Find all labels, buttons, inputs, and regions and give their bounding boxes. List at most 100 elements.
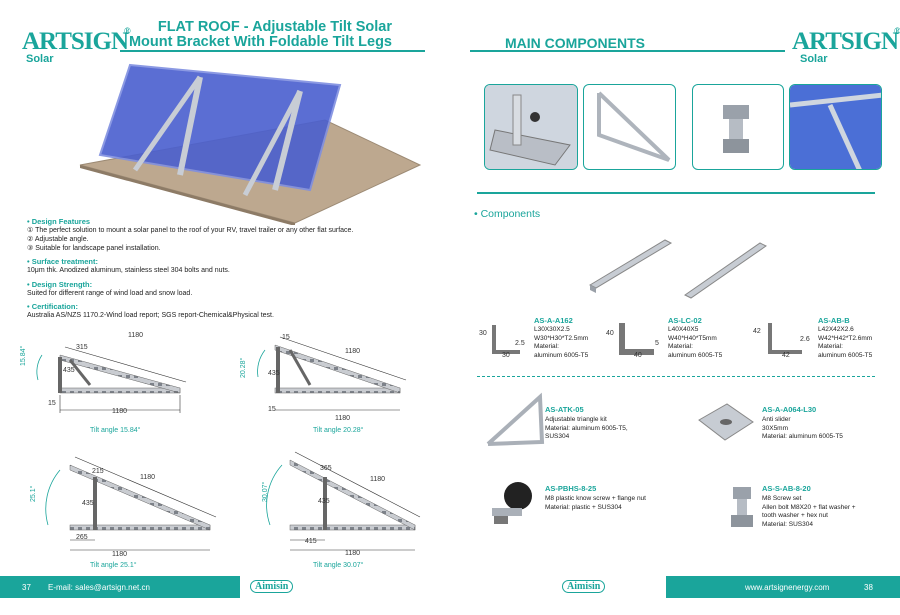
part-desc: Anti slider 30X5mm Material: aluminum 60… (762, 416, 843, 442)
angle-label: 25.1° (30, 485, 37, 502)
feature-line: Australia AS/NZS 1170.2-Wind load report… (27, 312, 274, 319)
desc-line: L42X42X2.6 (818, 326, 854, 333)
logo-text: ARTSIGN (22, 28, 129, 55)
feature-line: ② Adjustable angle. (27, 236, 89, 243)
dim-foot: 15 (48, 400, 56, 407)
profile-code: AS-AB-B (818, 316, 850, 325)
profile-desc: L40X40X5 W40*H40*T5mm Material: aluminum… (668, 326, 722, 360)
desc-line: Material: aluminum 6005-T5 (762, 433, 843, 440)
profile-dim-h: 30 (479, 330, 487, 337)
rails-illustration (588, 239, 767, 299)
footer-email[interactable]: E-mail: sales@artsign.net.cn (48, 583, 150, 592)
thumb-bracket-base (484, 84, 578, 170)
dim-slant: 1180 (345, 348, 361, 355)
desc-line: Material: (668, 343, 693, 350)
dim-slant: 1180 (370, 476, 386, 483)
dim-slant: 1180 (128, 332, 144, 339)
title-underline-left (120, 50, 425, 52)
title-line-1: FLAT ROOF - Adjustable Tilt Solar (157, 19, 392, 35)
dim-foot: 415 (305, 538, 317, 545)
footer-bar-left (0, 576, 240, 598)
logo-reg: ® (124, 26, 131, 36)
desc-line: Material: (534, 343, 559, 350)
aimisin-logo-right: Aimisin (562, 580, 606, 593)
dim-base: 1180 (112, 551, 128, 558)
desc-line: SUS304 (545, 433, 570, 440)
profile-dim-h: 42 (753, 328, 761, 335)
desc-line: W30*H30*T2.5mm (534, 334, 589, 342)
profile-icon-3 (768, 323, 802, 354)
dim-top: 215 (92, 468, 104, 475)
diagram-15-84 (36, 346, 187, 413)
desc-line: aluminum 6005-T5 (534, 351, 589, 359)
logo-reg: ® (894, 26, 900, 36)
design-features: Design Features ① The perfect solution t… (27, 217, 353, 253)
logo-text: ARTSIGN (792, 28, 899, 55)
certification: Certification: Australia AS/NZS 1170.2-W… (27, 302, 274, 320)
diagram-caption: Tilt angle 30.07° (313, 562, 364, 569)
part-code: AS-S-AB-8-20 (762, 484, 811, 493)
profile-icon-2 (619, 323, 654, 355)
part-code: AS-PBHS-8-25 (545, 484, 597, 493)
footer-bar-right (666, 576, 900, 598)
thumb-screw-set (692, 84, 784, 170)
thumb-triangle (583, 84, 676, 170)
dim-base: 1180 (112, 408, 128, 415)
desc-line: Adjustable triangle kit (545, 416, 607, 423)
angle-label: 15.84° (20, 345, 27, 366)
desc-line: tooth washer + hex nut (762, 512, 828, 519)
diagram-30-07 (266, 451, 421, 551)
desc-line: Material: aluminum 6005-T5, (545, 424, 628, 432)
section-title: Design Strength: (27, 280, 192, 289)
profile-dim-t: 2.5 (515, 340, 525, 347)
dim-base: 1180 (335, 415, 351, 422)
title-underline-right (470, 50, 785, 52)
desc-line: 30X5mm (762, 424, 789, 432)
part-code: AS-A-A064-L30 (762, 405, 817, 414)
dim-leg: 435 (82, 500, 94, 507)
dim-top: 15 (282, 334, 290, 341)
dim-foot: 265 (76, 534, 88, 541)
desc-line: Material: SUS304 (762, 520, 813, 528)
profile-desc: L30X30X2.5 W30*H30*T2.5mm Material: alum… (534, 326, 588, 360)
profile-dim-w: 40 (634, 352, 642, 359)
section-title: Design Features (27, 217, 353, 226)
feature-line: 10μm thk. Anodized aluminum, stainless s… (27, 267, 230, 274)
profile-dim-w: 42 (782, 352, 790, 359)
desc-line: L40X40X5 (668, 326, 699, 333)
screw-set-image (731, 487, 753, 527)
logo-sub: Solar (26, 53, 54, 65)
desc-line: M8 Screw set (762, 495, 802, 502)
profile-code: AS-LC-02 (668, 316, 702, 325)
dim-leg: 435 (63, 367, 75, 374)
desc-line: W42*H42*T2.6mm (818, 334, 873, 342)
profile-icon-1 (492, 325, 520, 354)
desc-line: M8 plastic know screw + flange nut (545, 495, 646, 502)
aimisin-logo-left: Aimisin (250, 580, 294, 593)
page-title: FLAT ROOF - Adjustable Tilt Solar Mount … (129, 20, 392, 50)
desc-line: aluminum 6005-T5 (668, 351, 723, 359)
profile-code: AS-A-A162 (534, 316, 573, 325)
feature-line: Suited for different range of wind load … (27, 290, 193, 297)
footer-website[interactable]: www.artsignenergy.com (745, 583, 830, 592)
dim-base: 1180 (345, 550, 361, 557)
angle-label: 20.28° (240, 357, 247, 378)
dim-leg: 435 (268, 370, 280, 377)
feature-line: ① The perfect solution to mount a solar … (27, 227, 354, 234)
diagram-caption: Tilt angle 25.1° (90, 562, 137, 569)
main-components-title: MAIN COMPONENTS (505, 35, 645, 51)
desc-line: Anti slider (762, 416, 791, 423)
desc-line: Material: plastic + SUS304 (545, 503, 622, 511)
desc-line: L30X30X2.5 (534, 326, 570, 333)
components-heading: • Components (474, 208, 541, 220)
product-illustration (79, 63, 422, 225)
desc-line: aluminum 6005-T5 (818, 351, 873, 359)
divider-line (477, 192, 875, 194)
desc-line: Material: (818, 343, 843, 350)
part-desc: M8 Screw set Allen bolt M8X20 + flat was… (762, 495, 856, 529)
part-code: AS-ATK-05 (545, 405, 584, 414)
thumb-panel-corner (789, 84, 882, 170)
design-strength: Design Strength: Suited for different ra… (27, 280, 192, 298)
surface-treatment: Surface treatment: 10μm thk. Anodized al… (27, 257, 230, 275)
dim-leg: 435 (318, 498, 330, 505)
